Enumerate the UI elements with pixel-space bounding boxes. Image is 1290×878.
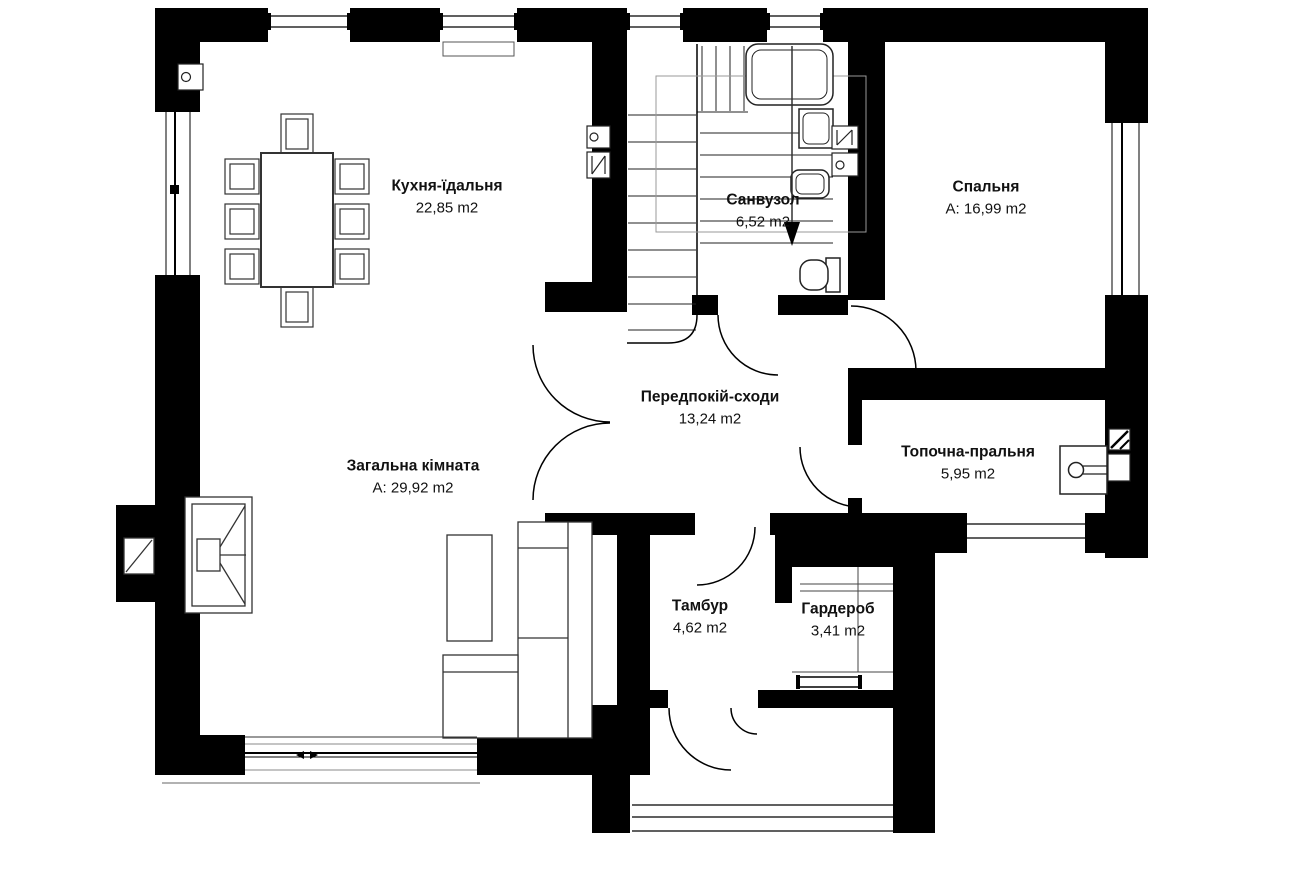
bedroom-door-arc — [850, 305, 917, 372]
entry-door-arc-large — [668, 707, 732, 771]
vestibule-door-opening — [695, 513, 770, 535]
window-bedroom — [1105, 123, 1148, 295]
slide-arrow-icon — [310, 751, 318, 759]
boiler-door-arc — [799, 446, 861, 508]
stair-treads-a — [628, 114, 696, 331]
coffee-table — [446, 534, 493, 642]
vent-symbols — [177, 63, 859, 179]
window-top-4 — [767, 8, 823, 42]
corner-sofa — [442, 521, 593, 739]
window-top-3 — [627, 8, 683, 42]
vent-symbol-left-wall — [177, 63, 204, 91]
living-door-arc-upper — [532, 344, 611, 423]
boiler-fixtures — [1059, 428, 1131, 495]
bath-fixtures — [745, 43, 841, 293]
vent-symbol-bath-1 — [831, 125, 859, 150]
windows — [155, 8, 1148, 708]
entry-door-arc-small — [730, 707, 758, 735]
entrance-steps — [632, 804, 893, 832]
living-door-arc-lower — [532, 422, 611, 501]
toilet-icon — [799, 257, 841, 293]
dining-chairs — [224, 113, 370, 328]
sink-icon — [790, 169, 830, 199]
stair-treads-upper — [697, 46, 748, 113]
wardrobe-sliding-door — [796, 675, 862, 689]
boiler-icon — [1059, 445, 1110, 495]
dining-table — [260, 152, 334, 288]
door-arcs — [532, 305, 917, 771]
slide-arrow-icon — [296, 751, 304, 759]
bathroom-door-arc — [717, 314, 779, 376]
vent-hatch-icon — [1108, 428, 1131, 451]
sliding-terrace-door — [162, 736, 480, 784]
wardrobe-details — [792, 567, 893, 689]
stair-boundary — [627, 44, 698, 344]
fireplace-icon — [184, 496, 253, 614]
dining-set — [224, 113, 370, 328]
window-left — [155, 112, 200, 275]
bathtub-icon — [745, 43, 834, 106]
entry-door-opening — [668, 690, 758, 708]
stair-direction-arrow-icon — [784, 222, 800, 246]
chimney-flue-icon — [123, 537, 155, 575]
stair-walk-line — [784, 46, 800, 246]
window-boiler — [967, 516, 1085, 553]
vent-symbol-stairs-left-1 — [586, 125, 611, 149]
wall-box — [1107, 453, 1131, 482]
window-top-2 — [440, 8, 517, 57]
vent-symbol-stairs-left-2 — [586, 151, 611, 179]
vestibule-door-arc — [696, 526, 756, 586]
vent-symbol-bath-2 — [831, 152, 859, 177]
washing-machine-icon — [798, 108, 834, 149]
living-furniture — [123, 496, 593, 739]
window-top-1 — [268, 8, 350, 42]
